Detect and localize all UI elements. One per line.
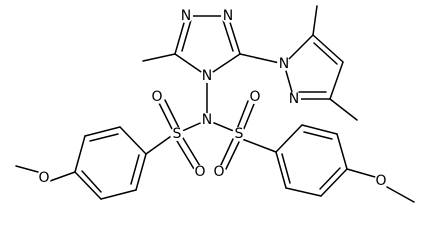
bond-s-right-o-lower-a (219, 138, 234, 168)
bond-right-ring-inner-c (281, 153, 291, 184)
atom-o-methoxy-left: O (37, 170, 51, 186)
bond-right-o-methyl (386, 186, 415, 203)
atom-label: N (223, 8, 233, 24)
bond-s-right-o-upper-a (236, 100, 249, 130)
bond-right-ring-o (346, 168, 376, 178)
bond-left-ring-3 (74, 171, 102, 200)
bond-pyrazole-methyl-right (329, 98, 358, 121)
atom-label: O (375, 173, 386, 189)
bond-right-ring-3 (336, 133, 348, 170)
atom-label: N (202, 112, 212, 128)
atom-o-left-sulfonyl-lower: O (193, 164, 207, 180)
atom-label: N (181, 8, 191, 24)
bond-s-right-o-lower-b (225, 141, 240, 170)
atom-o-methoxy-right: O (374, 173, 388, 189)
atom-label: S (173, 126, 182, 142)
atom-o-right-sulfonyl-upper: O (248, 89, 262, 105)
bond-right-ring-5 (285, 187, 322, 197)
bond-right-ring-1 (275, 124, 303, 153)
bond-left-ring-o (49, 171, 76, 182)
atom-label: N (289, 91, 299, 107)
atom-n-triazole-top-left: N (179, 8, 193, 24)
atom-label: N (202, 68, 212, 84)
bond-triazole-c3-n1-double (181, 19, 192, 52)
atom-s-right: S (232, 126, 246, 142)
atom-label: O (213, 164, 224, 180)
atom-label: O (194, 164, 205, 180)
bond-right-ring-6 (275, 151, 287, 189)
atom-o-left-sulfonyl-upper: O (150, 89, 164, 105)
bond-s-right-o-upper-b (242, 103, 255, 132)
atom-n-triazole-top-right: N (221, 8, 235, 24)
bond-left-ring-inner-a (130, 154, 140, 185)
atom-label: O (38, 170, 49, 186)
molecular-structure: N N N N N N S S (15, 5, 415, 203)
atom-label: O (249, 89, 260, 105)
bond-left-ring-4 (74, 135, 86, 173)
atom-label: S (235, 126, 244, 142)
bond-pyrazole-c5-c4-double (313, 42, 338, 65)
bond-left-ring-5 (84, 126, 121, 137)
bond-left-ring-2 (100, 189, 137, 200)
atom-n-pyrazole-1: N (277, 56, 291, 72)
bond-s-left-o-lower-b (182, 137, 201, 167)
bond-left-ring-1 (135, 153, 147, 191)
bond-triazole-pyrazole (239, 53, 285, 65)
bond-left-ring-inner-b (81, 170, 102, 193)
bond-s-right-benzene (241, 138, 277, 153)
atom-label: O (151, 89, 162, 105)
atom-labels: N N N N N N S S (37, 8, 388, 189)
bond-s-left-o-upper-b (164, 99, 180, 129)
bond-left-ring-inner-c (89, 133, 119, 142)
bond-s-left-benzene (145, 133, 175, 155)
bond-left-ring-6 (119, 126, 147, 155)
bond-right-ring-2 (301, 124, 338, 135)
bond-right-ring-inner-b (319, 167, 341, 190)
atom-n-triazole-bottom: N (200, 68, 214, 84)
atom-label: N (279, 56, 289, 72)
atom-n-pyrazole-2: N (287, 91, 301, 107)
bond-pyrazole-c5-c4 (312, 34, 344, 63)
bond-left-o-methyl (15, 165, 39, 173)
bond-right-ring-4 (320, 168, 348, 197)
bond-s-left-o-upper-a (158, 102, 174, 132)
atom-o-right-sulfonyl-lower: O (212, 164, 226, 180)
bond-pyrazole-c4-c3 (329, 61, 344, 100)
bond-s-left-o-lower-a (176, 140, 195, 170)
atom-n-sulfonamide: N (200, 112, 214, 128)
bond-triazole-methyl (142, 53, 176, 62)
bond-right-ring-inner-a (303, 131, 333, 140)
bond-pyrazole-methyl-top (312, 5, 318, 36)
bond-triazole-n2-c5-double (222, 19, 234, 52)
atom-s-left: S (170, 126, 184, 142)
